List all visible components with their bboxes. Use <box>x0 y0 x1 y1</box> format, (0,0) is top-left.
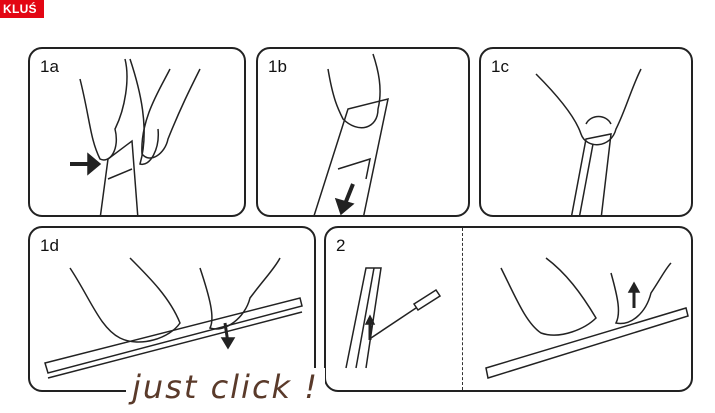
step-1d-panel: 1d <box>28 226 316 392</box>
step-2-panel: 2 <box>324 226 693 392</box>
finger-sliding-cover-illustration <box>313 53 389 215</box>
step-1a-panel: 1a <box>28 47 246 217</box>
brand-logo: KLUŚ <box>0 0 44 18</box>
step-1c-panel: 1c <box>479 47 693 217</box>
step-label: 1c <box>491 57 509 76</box>
step-label: 1d <box>40 236 59 255</box>
step-label: 1b <box>268 57 287 76</box>
just-click-caption: just click ! <box>126 368 326 406</box>
hands-snapping-cover-on-profile-illustration <box>44 257 303 379</box>
dashed-divider <box>462 228 463 390</box>
step-1b-panel: 1b <box>256 47 470 217</box>
screwdriver-removal-and-reinsert-illustration <box>345 257 689 379</box>
thumb-pressing-cover-illustration <box>535 68 642 215</box>
step-label: 2 <box>336 236 346 255</box>
hands-pressing-cover-illustration <box>70 58 201 215</box>
step-label: 1a <box>40 57 59 76</box>
